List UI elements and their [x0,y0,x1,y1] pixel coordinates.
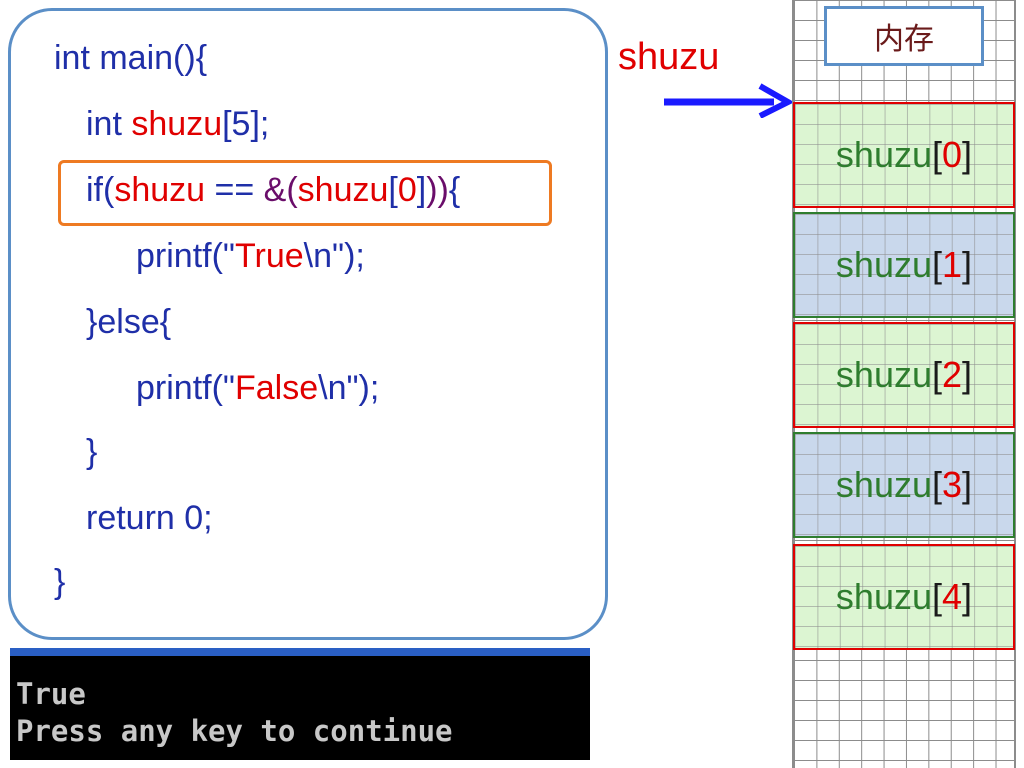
cell-index: 1 [942,244,963,285]
memory-cell-3: shuzu[3] [793,432,1015,538]
memory-cell-2: shuzu[2] [793,322,1015,428]
memory-cell-0: shuzu[0] [793,102,1015,208]
memory-cell-1: shuzu[1] [793,212,1015,318]
declaration-type: int [86,105,122,143]
console-line-1: True [16,677,86,711]
code-line-close-else: } [86,433,98,471]
declaration-var: shuzu [131,105,223,143]
declaration-rest: [5]; [222,105,270,143]
code-line-main: int main(){ [54,39,208,77]
cell-bracket-open: [ [932,576,943,617]
if-close: )) [426,171,449,209]
cell-name: shuzu [835,464,932,505]
code-line-return: return 0; [86,499,213,537]
printf-true-suffix: \n"); [303,237,365,275]
if-amp: &( [263,171,298,209]
memory-cell-4: shuzu[4] [793,544,1015,650]
if-brace: { [448,171,461,209]
if-lhs: shuzu [114,171,206,209]
if-keyword: if( [86,171,115,209]
cell-bracket-open: [ [932,354,943,395]
cell-bracket-close: ] [962,134,973,175]
cell-name: shuzu [835,244,932,285]
code-line-printf-true: printf("True\n"); [136,236,365,276]
printf-false-suffix: \n"); [318,369,380,407]
cell-index: 2 [942,354,963,395]
cell-name: shuzu [835,354,932,395]
code-line-declaration: int shuzu[5]; [86,104,269,144]
cell-bracket-close: ] [962,244,973,285]
memory-title: 内存 [824,6,984,66]
cell-index: 4 [942,576,963,617]
cell-bracket-open: [ [932,134,943,175]
if-idx-open: [ [388,171,398,209]
highlight-box [58,160,552,226]
cell-index: 3 [942,464,963,505]
console-line-2: Press any key to continue [16,714,453,748]
printf-true-prefix: printf(" [136,237,235,275]
if-rhs: shuzu [297,171,389,209]
code-line-printf-false: printf("False\n"); [136,368,379,408]
cell-bracket-close: ] [962,576,973,617]
cell-bracket-open: [ [932,244,943,285]
if-idx-close: ] [416,171,427,209]
cell-bracket-close: ] [962,354,973,395]
cell-name: shuzu [835,576,932,617]
code-line-else: }else{ [86,303,172,341]
printf-true-word: True [234,237,304,275]
code-line-if: if(shuzu == &(shuzu[0])){ [86,170,460,210]
printf-false-prefix: printf(" [136,369,235,407]
code-panel [8,8,608,640]
code-line-close-main: } [54,563,66,601]
cell-bracket-open: [ [932,464,943,505]
cell-name: shuzu [835,134,932,175]
printf-false-word: False [234,369,319,407]
if-operator: == [205,171,264,209]
if-idx: 0 [397,171,417,209]
cell-bracket-close: ] [962,464,973,505]
pointer-label: shuzu [618,36,720,78]
cell-index: 0 [942,134,963,175]
arrow-right-icon [664,83,794,118]
